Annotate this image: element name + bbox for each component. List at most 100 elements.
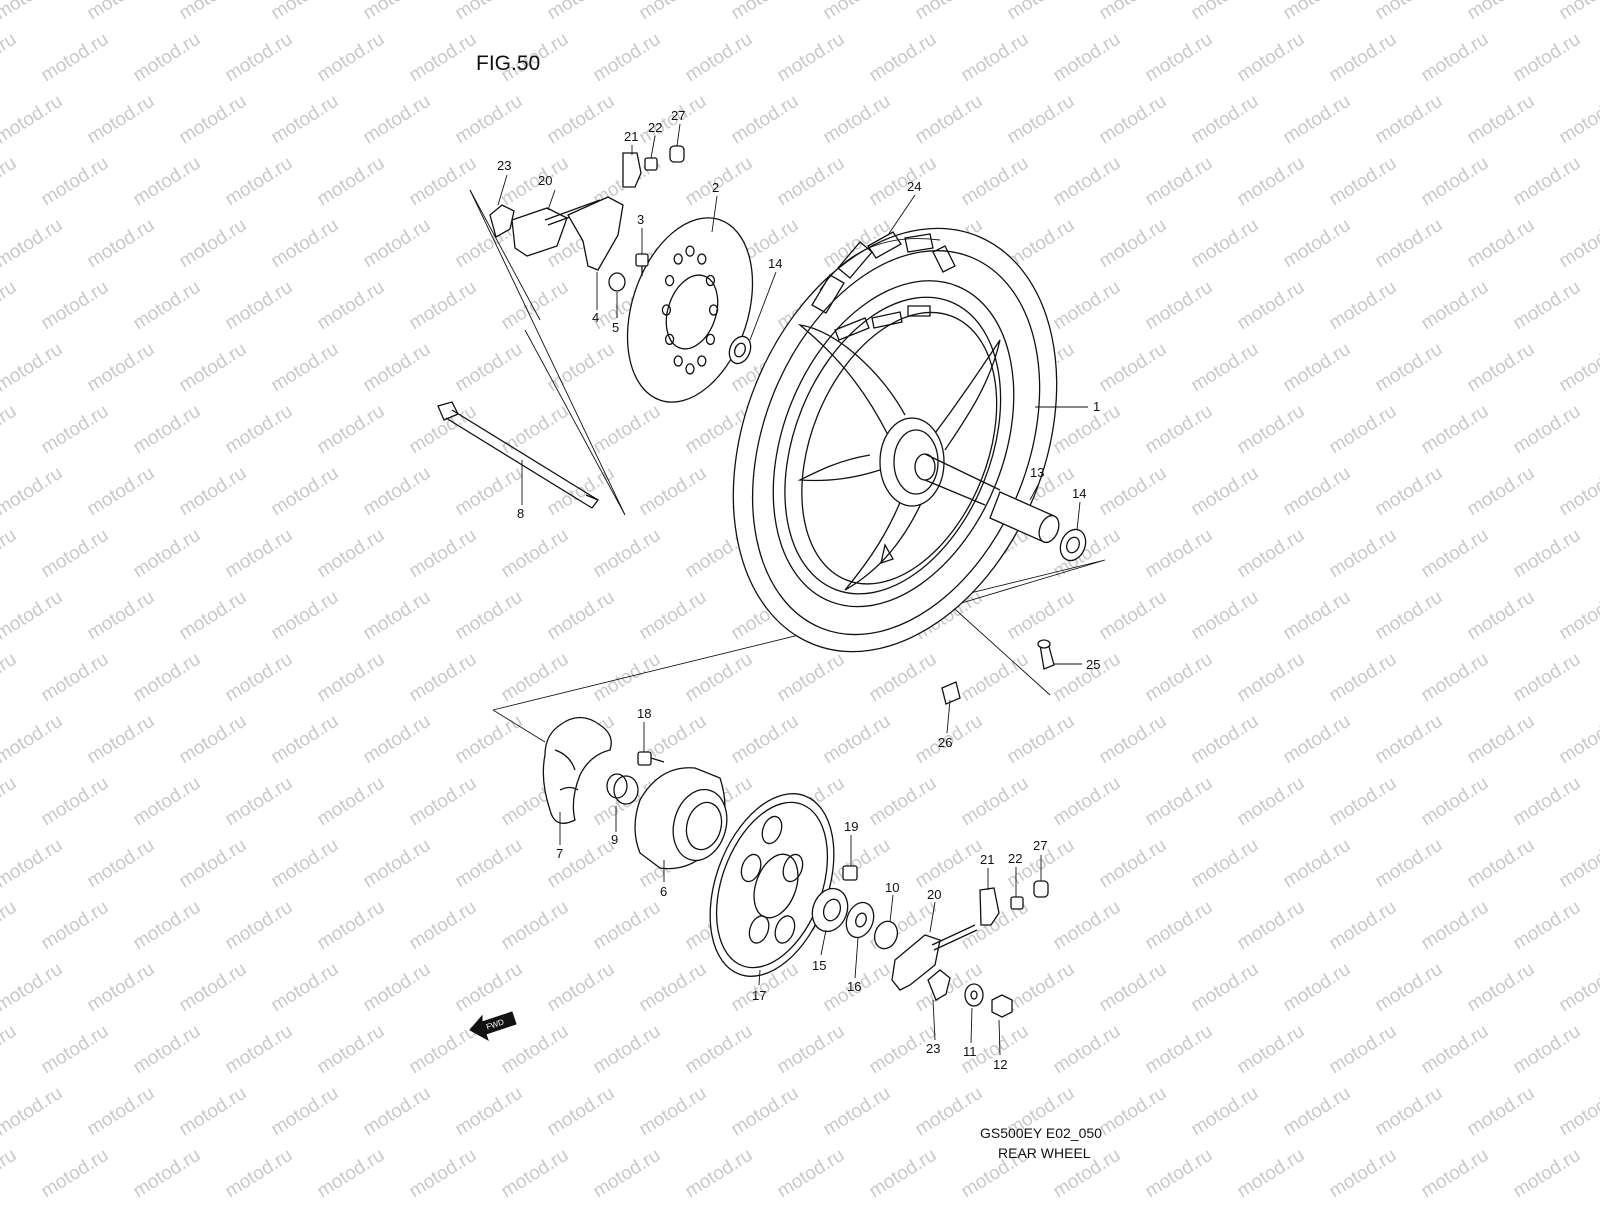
- watermark-text: motod.ru: [1418, 1145, 1493, 1200]
- watermark-text: motod.ru: [682, 29, 757, 87]
- watermark-text: motod.ru: [912, 1083, 987, 1141]
- watermark-text: motod.ru: [774, 1021, 849, 1079]
- watermark-text: motod.ru: [1142, 773, 1217, 831]
- watermark-text: motod.ru: [590, 401, 665, 459]
- watermark-text: motod.ru: [1372, 835, 1447, 893]
- watermark-text: motod.ru: [544, 463, 619, 521]
- watermark-text: motod.ru: [1464, 1083, 1539, 1141]
- wheel-spokes: [797, 324, 1001, 591]
- disc-hole: [664, 333, 675, 346]
- watermark-text: motod.ru: [1556, 711, 1600, 769]
- callout-20-upper: 20: [538, 173, 552, 188]
- watermark-text: motod.ru: [728, 0, 803, 24]
- callout-19: 19: [844, 819, 858, 834]
- watermark-text: motod.ru: [1510, 153, 1585, 211]
- watermark-text: motod.ru: [130, 897, 205, 955]
- disc-hole: [673, 253, 683, 265]
- callout-7: 7: [556, 846, 563, 861]
- watermark-text: motod.ru: [38, 29, 113, 87]
- watermark-text: motod.ru: [0, 1083, 66, 1141]
- watermark-text: motod.ru: [406, 153, 481, 211]
- watermark-text: motod.ru: [1234, 29, 1309, 87]
- watermark-text: motod.ru: [590, 525, 665, 583]
- watermark-text: motod.ru: [1188, 1083, 1263, 1141]
- watermark-text: motod.ru: [176, 215, 251, 273]
- watermark-text: motod.ru: [728, 711, 803, 769]
- cush-drive-damper-7: [542, 716, 612, 824]
- adjuster-bracket-21-lower: [979, 887, 1000, 926]
- watermark-text: motod.ru: [1372, 959, 1447, 1017]
- watermark-text: motod.ru: [360, 711, 435, 769]
- watermark-text: motod.ru: [1004, 587, 1079, 645]
- watermark-text: motod.ru: [1418, 525, 1493, 583]
- watermark-text: motod.ru: [0, 587, 66, 645]
- watermark-text: motod.ru: [1326, 277, 1401, 335]
- watermark-text: motod.ru: [1142, 29, 1217, 87]
- watermark-text: motod.ru: [682, 1021, 757, 1079]
- watermark-text: motod.ru: [0, 0, 66, 24]
- watermark-text: motod.ru: [498, 649, 573, 707]
- watermark-text: motod.ru: [1188, 463, 1263, 521]
- callout-20-lower: 20: [927, 887, 941, 902]
- watermark-text: motod.ru: [176, 339, 251, 397]
- watermark-text: motod.ru: [176, 0, 251, 24]
- watermark-text: motod.ru: [268, 711, 343, 769]
- watermark-text: motod.ru: [1142, 153, 1217, 211]
- callout-4: 4: [592, 310, 599, 325]
- wheel-hub: [879, 417, 1001, 507]
- watermark-text: motod.ru: [1096, 959, 1171, 1017]
- watermark-text: motod.ru: [1464, 587, 1539, 645]
- watermark-text: motod.ru: [1280, 959, 1355, 1017]
- watermark-text: motod.ru: [1188, 339, 1263, 397]
- watermark-text: motod.ru: [0, 215, 66, 273]
- watermark-text: motod.ru: [130, 401, 205, 459]
- callout-23-lower: 23: [926, 1041, 940, 1056]
- watermark-text: motod.ru: [1142, 649, 1217, 707]
- watermark-text: motod.ru: [1510, 897, 1585, 955]
- watermark-text: motod.ru: [84, 835, 159, 893]
- callout-14-left: 14: [768, 256, 782, 271]
- watermark-text: motod.ru: [1050, 29, 1125, 87]
- watermark-text: motod.ru: [1142, 1021, 1217, 1079]
- watermark-text: motod.ru: [38, 277, 113, 335]
- watermark-text: motod.ru: [820, 91, 895, 149]
- watermark-text: motod.ru: [176, 91, 251, 149]
- valve-25: [1037, 639, 1055, 670]
- disc-hole: [697, 253, 707, 265]
- watermark-text: motod.ru: [452, 711, 527, 769]
- nut-22-upper: [644, 157, 658, 171]
- watermark-text: motod.ru: [1372, 339, 1447, 397]
- watermark-text: motod.ru: [1188, 91, 1263, 149]
- watermark-text: motod.ru: [38, 153, 113, 211]
- watermark-text: motod.ru: [84, 215, 159, 273]
- watermark-text: motod.ru: [774, 649, 849, 707]
- watermark-text: motod.ru: [130, 1145, 205, 1200]
- adjuster-bracket-21-upper: [622, 152, 642, 188]
- oil-seal-16: [845, 901, 875, 939]
- watermark-text: motod.ru: [590, 1021, 665, 1079]
- callout-6: 6: [660, 884, 667, 899]
- watermark-text: motod.ru: [1372, 0, 1447, 24]
- watermark-text: motod.ru: [1510, 401, 1585, 459]
- watermark-text: motod.ru: [84, 463, 159, 521]
- watermark-text: motod.ru: [406, 525, 481, 583]
- watermark-text: motod.ru: [176, 959, 251, 1017]
- watermark-text: motod.ru: [498, 401, 573, 459]
- watermark-text: motod.ru: [314, 277, 389, 335]
- sprocket-cutout: [740, 853, 762, 883]
- watermark-text: motod.ru: [1050, 897, 1125, 955]
- watermark-text: motod.ru: [268, 1083, 343, 1141]
- watermark-text: motod.ru: [1188, 711, 1263, 769]
- watermark-text: motod.ru: [544, 587, 619, 645]
- watermark-text: motod.ru: [452, 91, 527, 149]
- watermark-text: motod.ru: [1234, 277, 1309, 335]
- watermark-text: motod.ru: [1326, 401, 1401, 459]
- collar-14-left: [728, 335, 752, 365]
- collar-14-right: [1059, 528, 1087, 562]
- nut-19: [842, 865, 858, 881]
- watermark-text: motod.ru: [636, 587, 711, 645]
- watermark-text: motod.ru: [130, 525, 205, 583]
- disc-hole: [708, 304, 719, 316]
- watermark-text: motod.ru: [360, 339, 435, 397]
- watermark-text: motod.ru: [544, 835, 619, 893]
